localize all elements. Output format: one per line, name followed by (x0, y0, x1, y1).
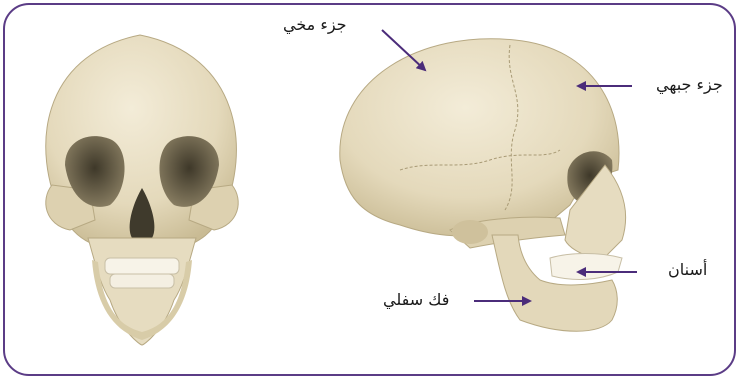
label-brain-part: جزء مخي (283, 15, 347, 34)
label-teeth: أسنان (668, 260, 707, 279)
brain-part-arrow (382, 30, 425, 70)
label-frontal-part: جزء جبهي (656, 75, 723, 94)
label-lower-jaw: فك سفلي (383, 290, 449, 309)
